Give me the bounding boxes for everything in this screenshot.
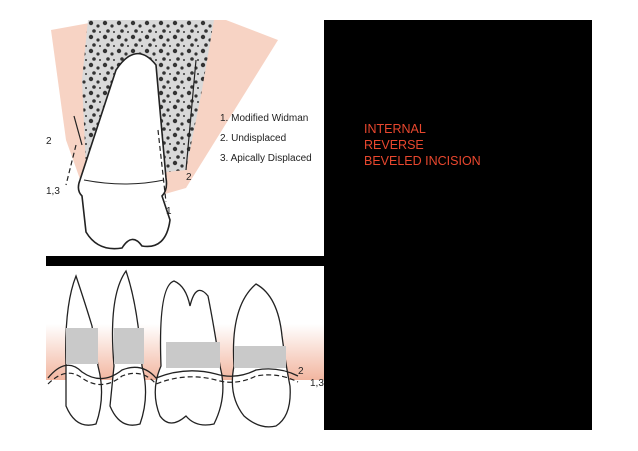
callout-right-lower: 1: [166, 206, 172, 217]
callout-row-lower: 1,3: [310, 378, 324, 389]
callout-right-upper: 2: [186, 172, 192, 183]
tooth-cross-section-illustration: 2 1,3 2 1 1. Modified Widman 2. Undispla…: [46, 20, 324, 256]
label-line-beveled-incision: BEVELED INCISION: [364, 153, 481, 169]
cervical-band-4: [234, 346, 286, 368]
tooth-cross-section-figure: 2 1,3 2 1 1. Modified Widman 2. Undispla…: [46, 20, 324, 256]
callout-left-lower: 1,3: [46, 186, 60, 197]
label-line-reverse: REVERSE: [364, 137, 481, 153]
callout-left-upper: 2: [46, 136, 52, 147]
tooth-row-figure: 2 1,3: [46, 266, 324, 430]
text-panel: [324, 20, 592, 430]
legend-item-modified-widman: 1. Modified Widman: [220, 113, 308, 124]
legend-item-apically-displaced: 3. Apically Displaced: [220, 153, 312, 164]
divider-strip: [46, 256, 324, 266]
legend-item-undisplaced: 2. Undisplaced: [220, 133, 286, 144]
cervical-band-2: [114, 328, 144, 364]
incision-type-label: INTERNAL REVERSE BEVELED INCISION: [364, 121, 481, 169]
label-line-internal: INTERNAL: [364, 121, 481, 137]
cervical-band-1: [66, 328, 98, 364]
tooth-row-illustration: 2 1,3: [46, 266, 324, 430]
cervical-band-3: [166, 342, 220, 368]
callout-row-upper: 2: [298, 366, 304, 377]
